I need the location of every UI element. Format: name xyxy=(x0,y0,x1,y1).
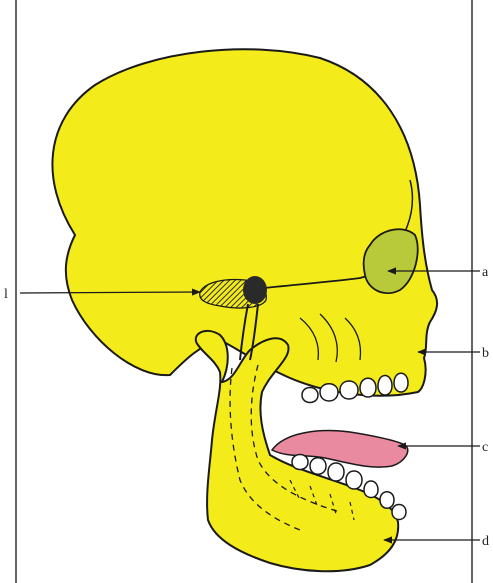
label-b: b xyxy=(482,346,489,361)
label-l: l xyxy=(4,287,8,302)
cranium xyxy=(52,49,437,396)
label-a: a xyxy=(482,265,489,280)
label-d: d xyxy=(482,534,489,549)
condyle-dark xyxy=(243,276,267,304)
label-c: c xyxy=(482,440,488,455)
